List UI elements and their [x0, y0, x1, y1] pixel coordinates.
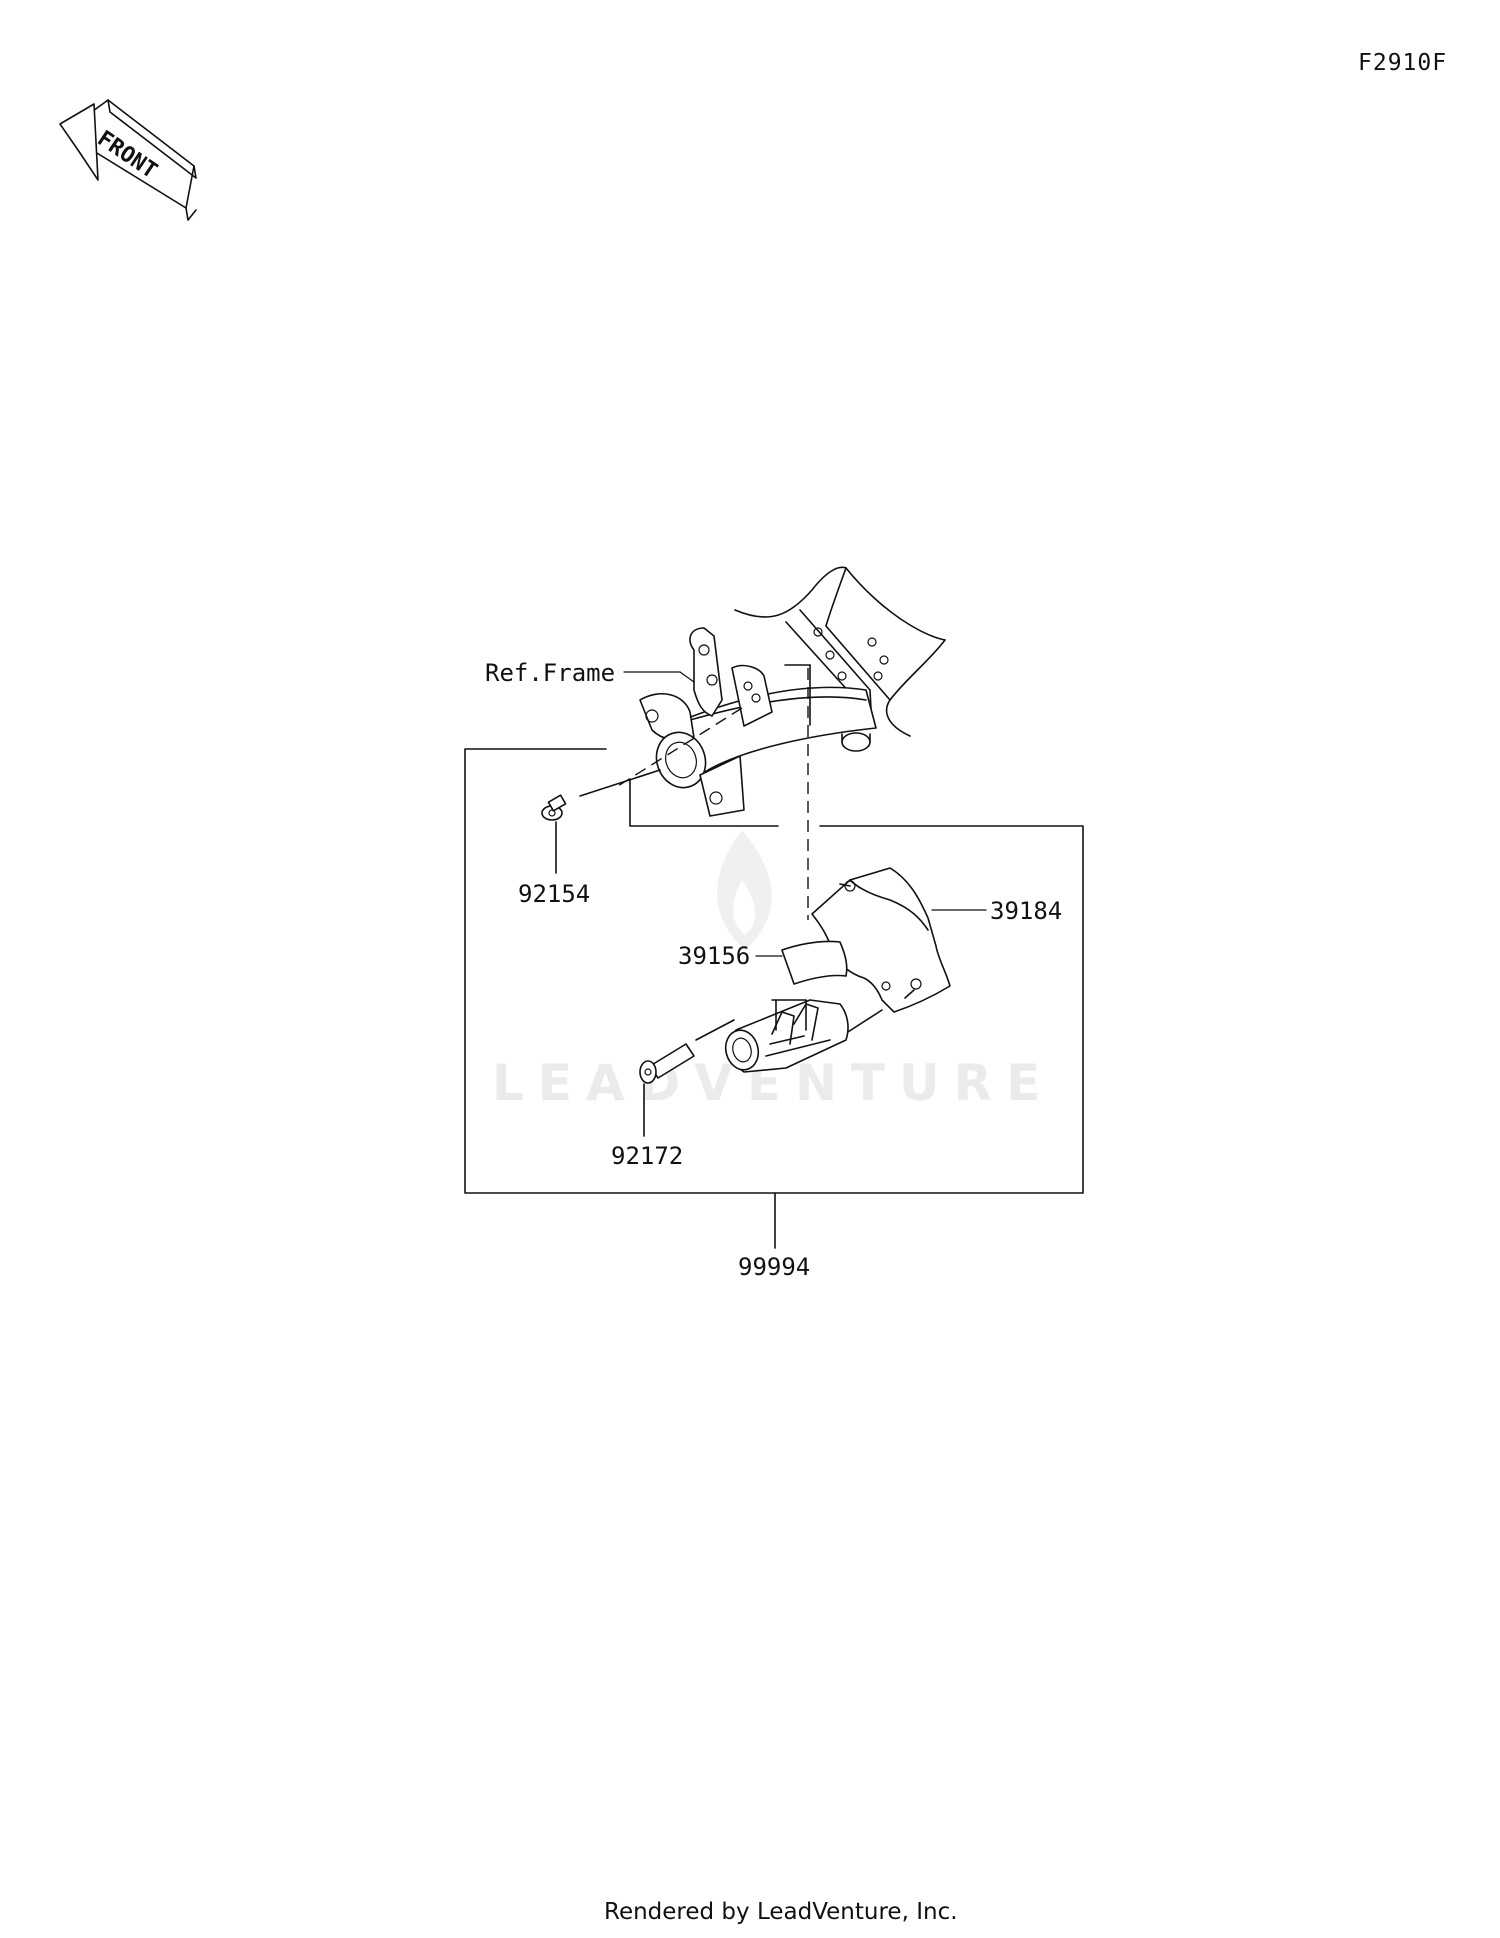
callout-39184: 39184: [990, 897, 1062, 925]
bolt-92154: [541, 769, 661, 874]
holder-assembly: [724, 999, 849, 1073]
ref-frame-label: Ref.Frame: [485, 659, 615, 687]
frame-section: [639, 566, 946, 817]
leadventure-watermark: LEADVENTURE: [492, 830, 1040, 1112]
callout-39156: 39156: [678, 942, 750, 970]
footer-credit: Rendered by LeadVenture, Inc.: [604, 1899, 958, 1925]
callout-99994: 99994: [738, 1253, 810, 1281]
pad-39156: [781, 940, 848, 985]
assembly-bracket: [464, 748, 1084, 1249]
callout-92172: 92172: [611, 1142, 683, 1170]
callout-92154: 92154: [518, 880, 590, 908]
bolt-92172: [639, 1019, 735, 1137]
front-arrow-icon: FRONT: [59, 99, 197, 221]
figure-code: F2910F: [1358, 50, 1447, 76]
